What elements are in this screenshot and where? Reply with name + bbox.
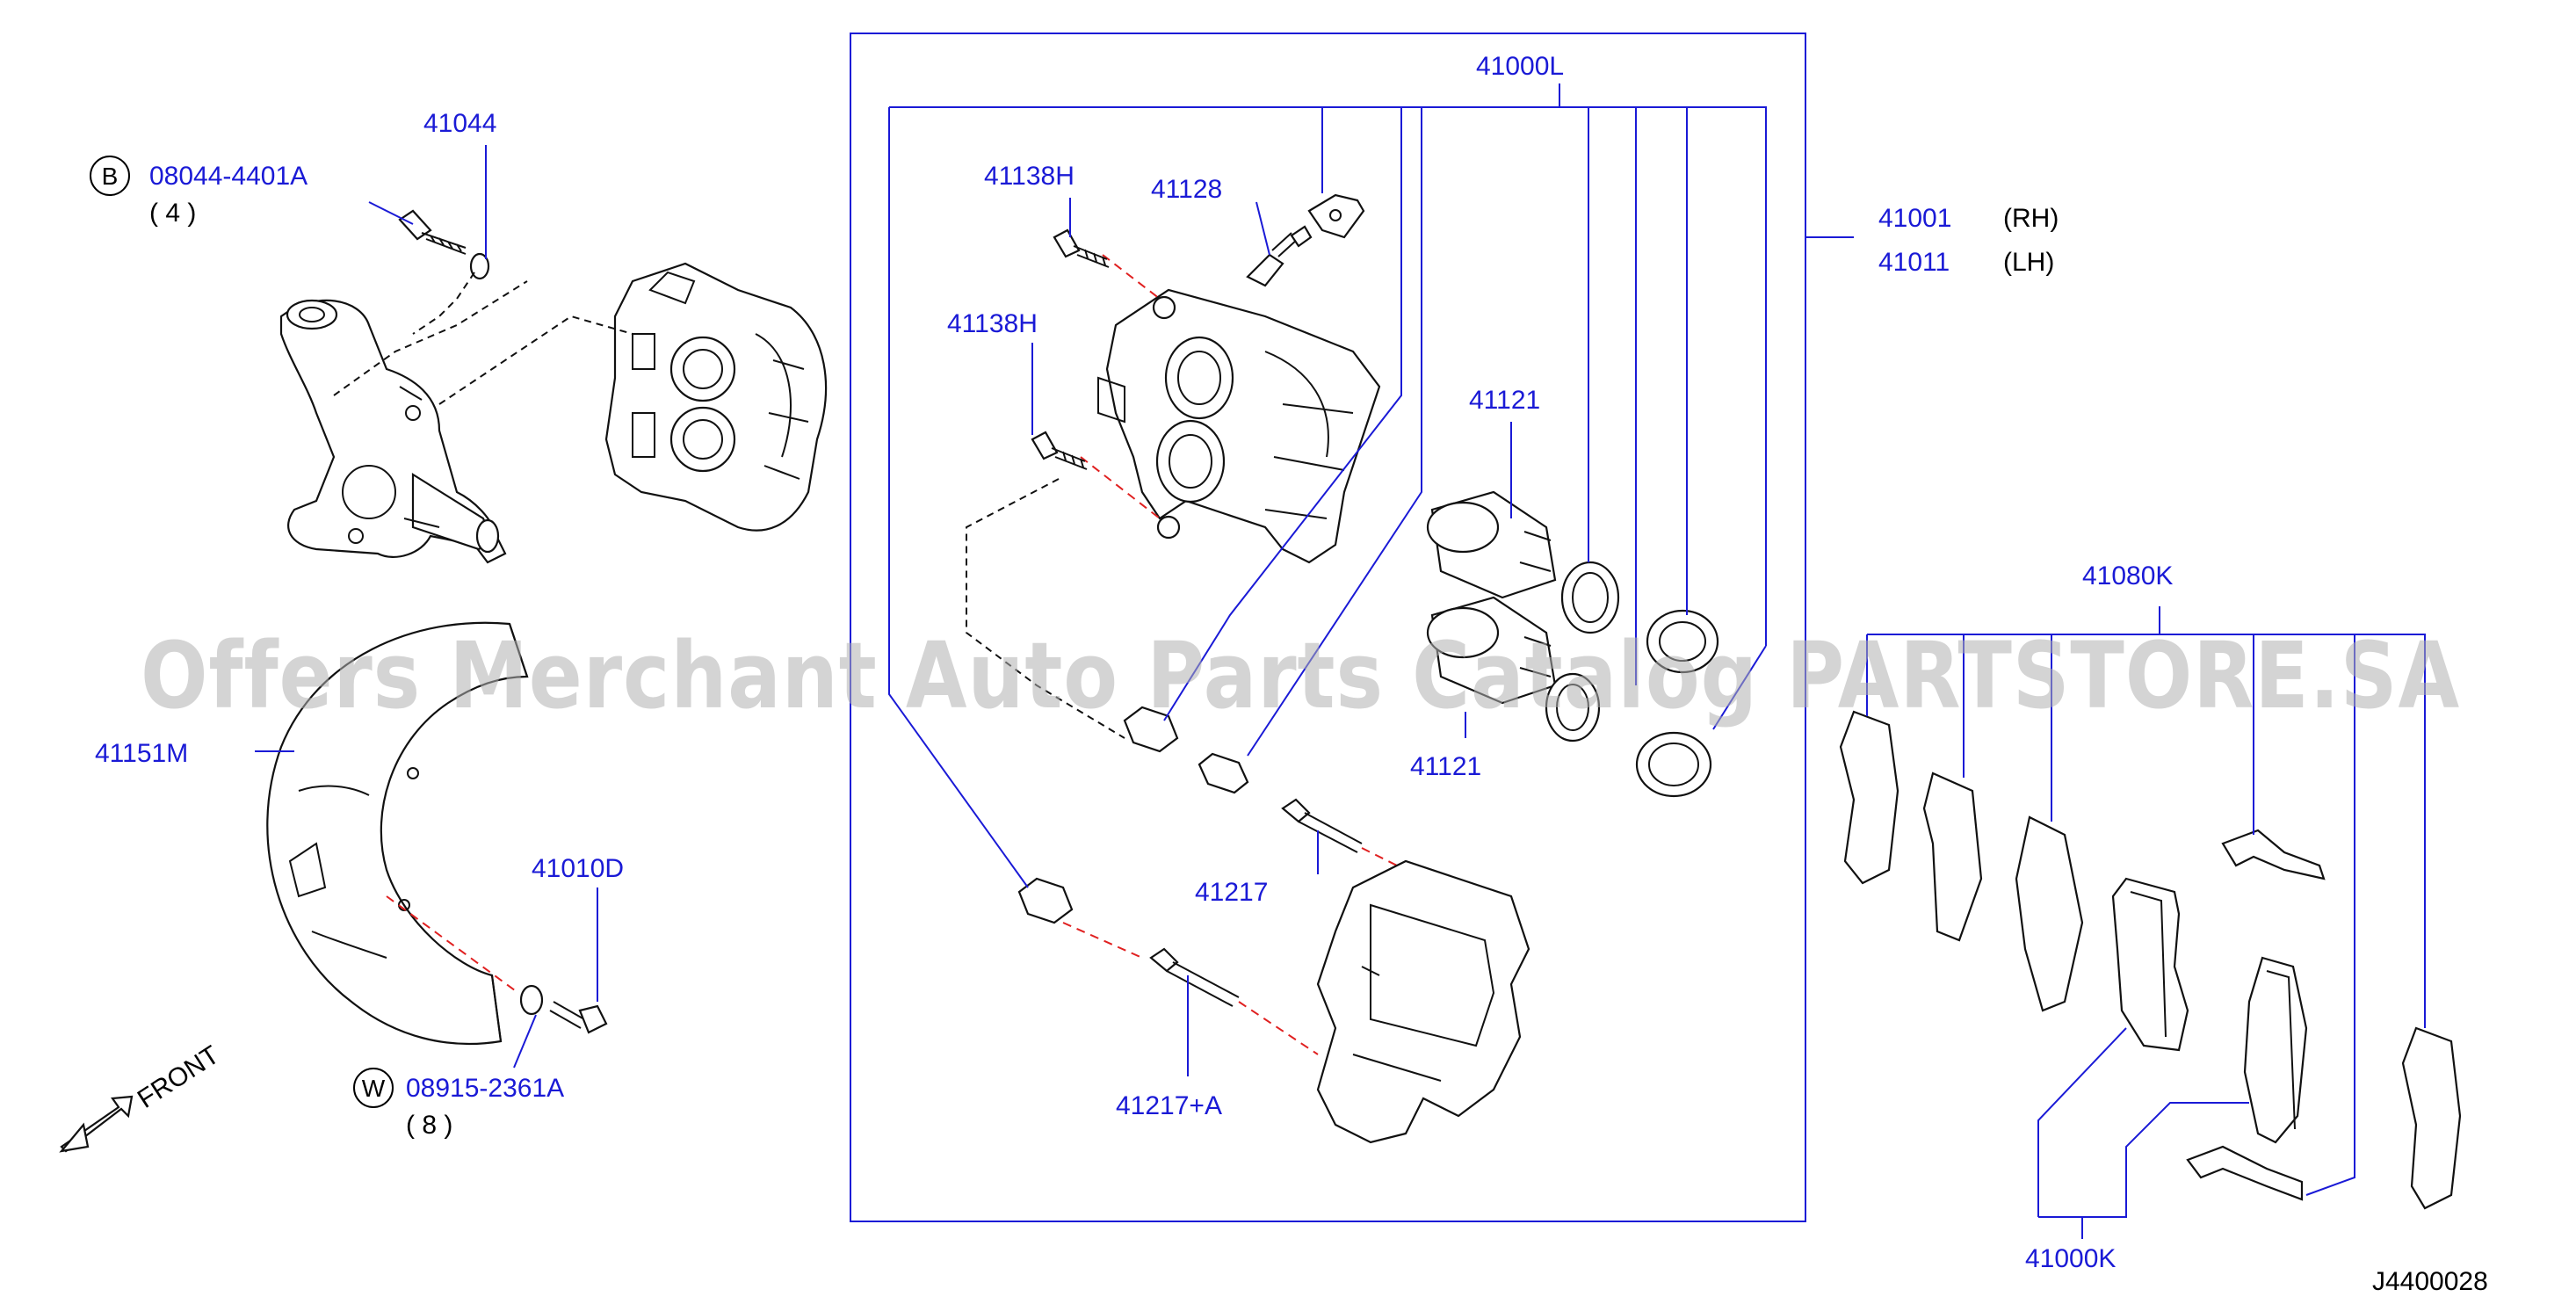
label-41121-lower: 41121 bbox=[1410, 752, 1481, 781]
label-41011: 41011 bbox=[1878, 248, 1950, 277]
shim-4 bbox=[2401, 1026, 2462, 1210]
label-lh: (LH) bbox=[2003, 248, 2054, 277]
washer-41010D bbox=[519, 984, 544, 1016]
label-bolt-w-qty: ( 8 ) bbox=[406, 1111, 452, 1140]
piston-upper bbox=[1426, 490, 1557, 599]
pad-1 bbox=[2111, 877, 2189, 1052]
label-41217: 41217 bbox=[1195, 878, 1268, 907]
label-41080K: 41080K bbox=[2082, 561, 2173, 590]
label-08915-2361A: 08915-2361A bbox=[406, 1074, 564, 1103]
caliper-body bbox=[1097, 288, 1381, 564]
pad-kit-group bbox=[1839, 710, 2462, 1210]
bolt-08915-2361A bbox=[549, 1001, 608, 1034]
label-41138H-top: 41138H bbox=[984, 162, 1075, 191]
label-41044: 41044 bbox=[423, 109, 496, 138]
caliper-assembly-left bbox=[604, 262, 828, 532]
label-41010D: 41010D bbox=[532, 854, 624, 883]
shim-3 bbox=[2015, 815, 2084, 1012]
shim-2 bbox=[1922, 772, 1983, 942]
piston-lower bbox=[1426, 596, 1557, 705]
label-41138H-bottom: 41138H bbox=[947, 309, 1038, 338]
bolt-centerline-top bbox=[1102, 254, 1161, 300]
pin-boot-middle bbox=[1198, 752, 1249, 794]
marker-w-letter: W bbox=[362, 1075, 386, 1102]
label-41151M: 41151M bbox=[95, 739, 188, 768]
shim-1 bbox=[1839, 710, 1899, 885]
bleeder-cap bbox=[1307, 193, 1365, 239]
bolt-centerline-bottom bbox=[1080, 456, 1161, 519]
bolt-41138H-top bbox=[1053, 228, 1110, 268]
clip-upper bbox=[2221, 829, 2326, 880]
shield-centerline bbox=[386, 895, 519, 994]
piston-seal-rings bbox=[1545, 561, 1719, 798]
label-41128: 41128 bbox=[1151, 175, 1222, 204]
label-front: FRONT bbox=[133, 1040, 225, 1114]
pin-hidden-line bbox=[966, 478, 1125, 739]
marker-b-letter: B bbox=[102, 163, 119, 190]
callout-labels: 41044 08044-4401A ( 4 ) 41151M 41010D 08… bbox=[95, 52, 2488, 1296]
bolt-hidden-line bbox=[412, 272, 475, 335]
label-41001: 41001 bbox=[1878, 204, 1951, 233]
label-41121-upper: 41121 bbox=[1469, 386, 1540, 415]
label-bolt-b-qty: ( 4 ) bbox=[149, 199, 196, 228]
label-rh: (RH) bbox=[2003, 204, 2059, 233]
caliper-bracket bbox=[1316, 859, 1530, 1144]
pin-centerline-lower bbox=[1062, 922, 1319, 1055]
marker-w: W bbox=[353, 1068, 394, 1108]
washer-41044 bbox=[469, 252, 490, 280]
guide-pin-41217 bbox=[1281, 798, 1363, 853]
pin-boot-upper bbox=[1123, 706, 1179, 753]
caliper-hidden-lines bbox=[333, 280, 633, 405]
bolt-41138H-bottom bbox=[1031, 431, 1088, 470]
clip-lower bbox=[2186, 1145, 2304, 1201]
pad-2 bbox=[2243, 956, 2308, 1144]
guide-pin-41217A bbox=[1149, 947, 1240, 1007]
front-arrow-icon bbox=[59, 1095, 134, 1153]
label-41000L: 41000L bbox=[1476, 52, 1564, 81]
marker-b: B bbox=[90, 156, 130, 196]
leader-lines bbox=[255, 83, 2426, 1239]
bolt-08044-4401A bbox=[398, 209, 467, 255]
bleeder-41128 bbox=[1246, 225, 1313, 287]
pin-centerline-upper bbox=[1361, 847, 1407, 871]
dust-shield-41151M bbox=[266, 621, 529, 1046]
label-41217A: 41217+A bbox=[1116, 1091, 1222, 1120]
label-41000K: 41000K bbox=[2025, 1244, 2116, 1273]
label-08044-4401A: 08044-4401A bbox=[149, 162, 308, 191]
pin-boot-lower bbox=[1017, 877, 1074, 924]
steering-knuckle bbox=[279, 299, 507, 564]
diagram-id: J4400028 bbox=[2372, 1267, 2488, 1296]
watermark: Offers Merchant Auto Parts Catalog PARTS… bbox=[141, 622, 2460, 729]
